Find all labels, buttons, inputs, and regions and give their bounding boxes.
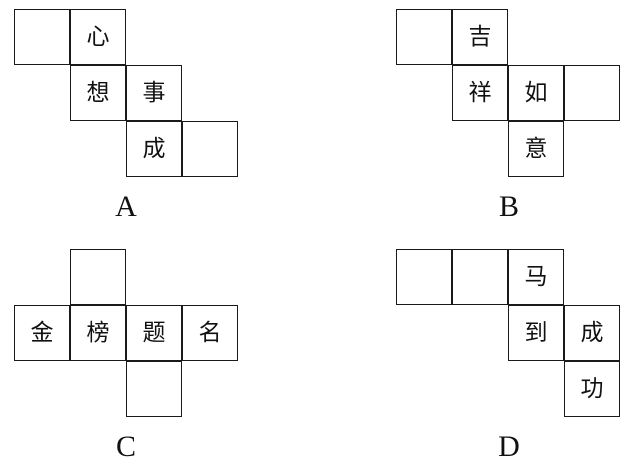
- net-c-cell-6: [126, 361, 182, 417]
- net-a-label: A: [115, 190, 137, 223]
- net-d-cell-2: [452, 249, 508, 305]
- net-d-label: D: [498, 430, 520, 463]
- net-a-cell-1: [14, 9, 70, 65]
- net-b-cell-6: 意: [508, 121, 564, 177]
- net-d-cell-5: 成: [564, 305, 620, 361]
- net-b-cell-5: [564, 65, 620, 121]
- net-c-cell-4: 题: [126, 305, 182, 361]
- net-c-label: C: [115, 430, 136, 463]
- net-a-cell-4: 事: [126, 65, 182, 121]
- net-a-cell-6: [182, 121, 238, 177]
- net-b-cell-1: [396, 9, 452, 65]
- net-b-label: B: [498, 190, 519, 223]
- net-c-cell-2: 金: [14, 305, 70, 361]
- net-c-cell-1: [70, 249, 126, 305]
- net-b-cell-4: 如: [508, 65, 564, 121]
- net-d-cell-6: 功: [564, 361, 620, 417]
- net-a-cell-2: 心: [70, 9, 126, 65]
- net-d-cell-1: [396, 249, 452, 305]
- net-d-cell-4: 到: [508, 305, 564, 361]
- net-a-cell-3: 想: [70, 65, 126, 121]
- net-c-cell-5: 名: [182, 305, 238, 361]
- net-b-cell-3: 祥: [452, 65, 508, 121]
- net-b-cell-2: 吉: [452, 9, 508, 65]
- net-d-cell-3: 马: [508, 249, 564, 305]
- net-a-cell-5: 成: [126, 121, 182, 177]
- net-c-cell-3: 榜: [70, 305, 126, 361]
